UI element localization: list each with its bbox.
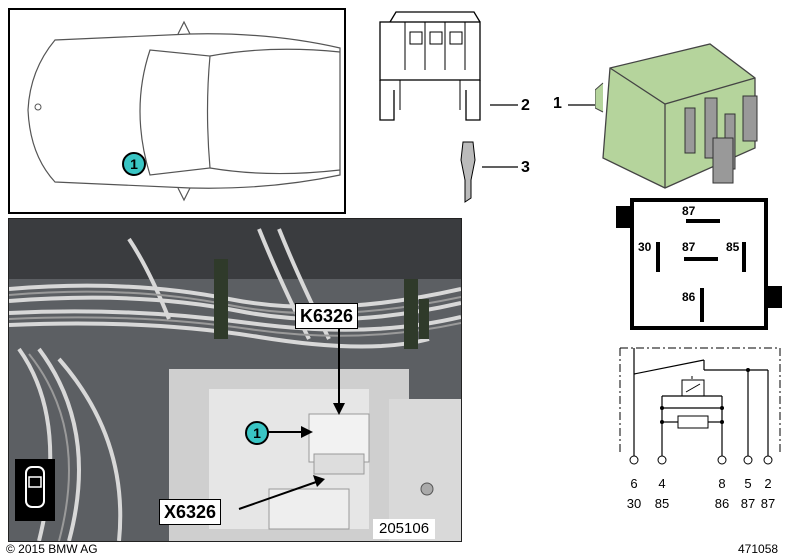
terminal-name-87-a: 87 — [740, 496, 756, 511]
relay-pinout-box: 87 30 87 85 86 — [630, 198, 768, 330]
part-number-1: 1 — [553, 95, 562, 112]
photo-location-marker-badge: 1 — [245, 421, 269, 445]
terminal-name-85: 85 — [654, 496, 670, 511]
connector-housing-drawing — [379, 11, 481, 121]
terminal-pin-4: 4 — [658, 476, 666, 491]
pinout-label-left: 30 — [638, 240, 652, 254]
location-marker-badge: 1 — [122, 152, 146, 176]
pinout-bar-right — [742, 242, 746, 272]
terminal-pin-8: 8 — [718, 476, 726, 491]
pinout-bar-bottom — [700, 288, 704, 322]
relay-drawing — [595, 43, 758, 189]
part-1-leader-line — [568, 104, 598, 106]
terminal-name-87-b: 87 — [760, 496, 776, 511]
diagram-number: 471058 — [738, 542, 779, 556]
car-symbol-icon — [15, 459, 55, 521]
part-2-leader-line — [490, 104, 518, 106]
relay-circuit-schematic — [619, 347, 781, 465]
pinout-label-bottom: 86 — [682, 290, 696, 304]
car-top-view-outline — [27, 20, 341, 202]
terminal-pin-6: 6 — [630, 476, 638, 491]
car-location-panel: 1 — [8, 8, 346, 214]
pinout-bar-left — [656, 242, 660, 272]
terminal-pin-drawing — [460, 141, 476, 203]
installation-photo: K6326 X6326 1 205106 — [8, 218, 462, 542]
copyright-notice: © 2015 BMW AG — [6, 542, 98, 556]
terminal-name-30: 30 — [626, 496, 642, 511]
photo-number-label: 205106 — [373, 519, 436, 539]
relay-callout-label: K6326 — [295, 303, 359, 329]
part-3-leader-line — [482, 166, 518, 168]
connector-callout-label: X6326 — [159, 499, 222, 525]
pinout-label-center: 87 — [682, 240, 696, 254]
pinout-tab-right — [768, 286, 782, 308]
part-number-3: 3 — [521, 159, 530, 176]
terminal-name-86: 86 — [714, 496, 730, 511]
part-number-2: 2 — [521, 97, 530, 114]
terminal-pin-2: 2 — [764, 476, 772, 491]
pinout-label-top: 87 — [682, 204, 696, 218]
pinout-bar-top — [686, 219, 720, 223]
wiring-harness-illustration — [9, 219, 461, 541]
pinout-bar-center — [684, 257, 718, 261]
pinout-label-right: 85 — [726, 240, 740, 254]
pinout-tab-left — [616, 206, 630, 228]
terminal-pin-5: 5 — [744, 476, 752, 491]
